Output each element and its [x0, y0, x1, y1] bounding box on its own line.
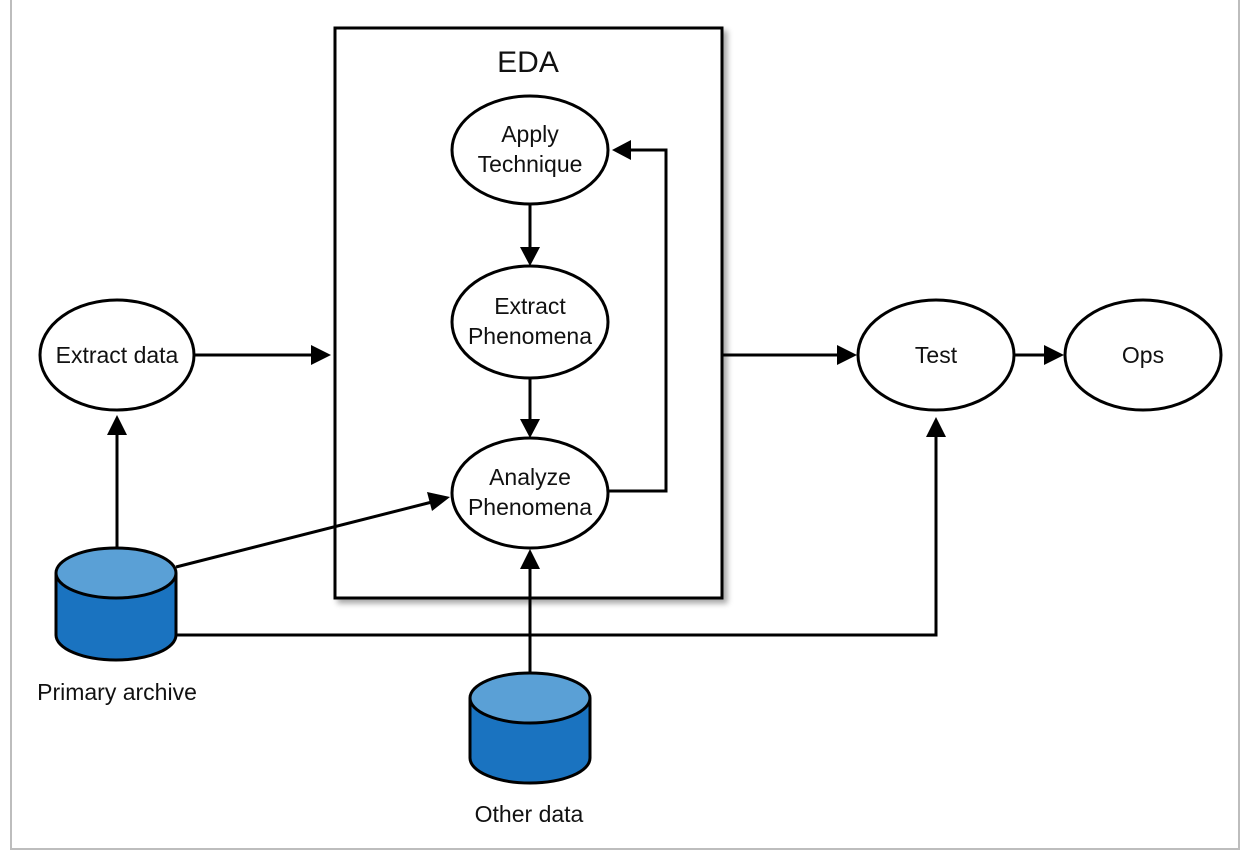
- node-test-label: Test: [915, 342, 958, 368]
- edges: [107, 140, 1064, 673]
- database-primary-archive: Primary archive: [37, 546, 197, 705]
- node-ops: Ops: [1063, 298, 1223, 412]
- arrowhead: [520, 419, 540, 438]
- database-primary-archive-label: Primary archive: [37, 679, 197, 705]
- database-top: [54, 546, 178, 600]
- arrowhead: [612, 140, 631, 160]
- node-extract-phenomena: Extract Phenomena: [450, 264, 610, 380]
- node-apply-technique-line1: Apply: [501, 121, 559, 147]
- arrowhead: [1044, 345, 1064, 365]
- arrowhead: [520, 247, 540, 266]
- edge-analyze-feedback-to-apply: [608, 148, 668, 493]
- arrowhead: [427, 492, 450, 511]
- database-other-data-label: Other data: [475, 801, 584, 827]
- node-apply-technique-line2: Technique: [478, 151, 583, 177]
- page-frame: [10, 0, 1240, 850]
- node-apply-technique: Apply Technique: [450, 94, 610, 206]
- arrowhead: [837, 345, 857, 365]
- node-extract-data-label: Extract data: [56, 342, 179, 368]
- eda-group-title: EDA: [497, 46, 559, 79]
- node-ops-label: Ops: [1122, 342, 1164, 368]
- arrowhead: [926, 417, 946, 437]
- node-analyze-phenomena: Analyze Phenomena: [450, 436, 610, 550]
- node-extract-phenomena-line2: Phenomena: [468, 323, 592, 349]
- node-extract-phenomena-line1: Extract: [494, 293, 566, 319]
- arrowhead: [107, 415, 127, 435]
- arrowhead: [311, 345, 331, 365]
- edge-primary-archive-to-test: [176, 436, 938, 637]
- database-other-data: Other data: [468, 671, 592, 827]
- node-analyze-phenomena-line2: Phenomena: [468, 494, 592, 520]
- node-analyze-phenomena-line1: Analyze: [489, 464, 571, 490]
- database-top: [468, 671, 592, 725]
- arrowhead: [520, 549, 540, 569]
- edge-primary-archive-to-analyze: [175, 500, 433, 569]
- node-test: Test: [856, 298, 1016, 412]
- node-extract-data: Extract data: [38, 298, 196, 412]
